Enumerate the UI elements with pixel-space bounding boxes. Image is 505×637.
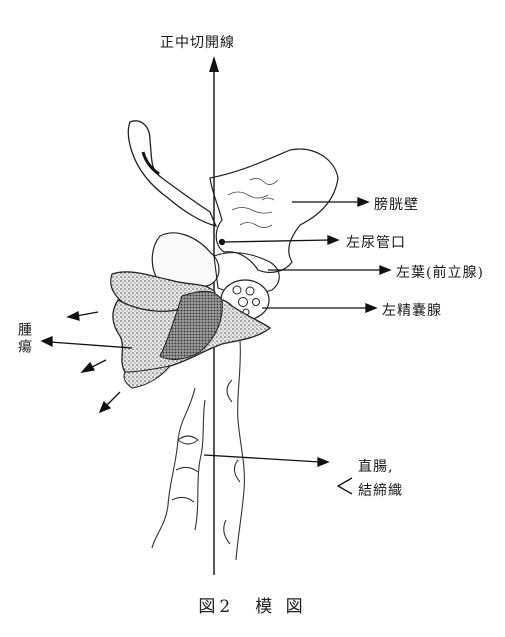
ureter-orifice-label: 左尿管口 (346, 232, 406, 252)
midline-incision-label: 正中切開線 (160, 32, 235, 52)
bladder-wall-hatching (228, 178, 278, 227)
prostate-label: 左葉(前立腺) (396, 262, 484, 282)
bladder-wall-shape (210, 149, 338, 272)
rectum-label-line1: 直腸, (358, 456, 393, 476)
tumor-label: 腫瘍 (14, 322, 34, 356)
rectum-outline (152, 340, 244, 560)
figure-caption: 図2 模 図 (0, 592, 505, 617)
ureter-tube (128, 121, 216, 226)
rectum-label-line2: 結締織 (358, 480, 403, 500)
bladder-wall-label: 膀胱壁 (374, 194, 419, 214)
seminal-vesicle-label: 左精嚢腺 (382, 300, 442, 320)
